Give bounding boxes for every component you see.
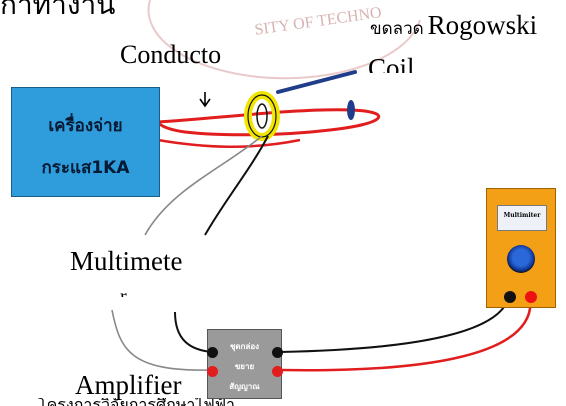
coil-label: Coil [368, 55, 415, 73]
amp-output-red [279, 295, 532, 372]
amp-input-red-jack [207, 366, 218, 377]
multimeter-knob [507, 245, 535, 273]
amplifier-box: ชุดกล่อง ขยาย สัญญาณ [207, 329, 283, 399]
multimeter-device: Multimiter [486, 188, 556, 308]
amp-output-black-jack [272, 347, 283, 358]
multimeter-screen: Multimiter [497, 205, 547, 231]
coil-pointer-arrow [276, 70, 357, 94]
amp-input-black [174, 311, 213, 353]
multimeter-label: Multimete [70, 246, 183, 276]
amp-output-red-jack [272, 366, 283, 377]
supply-line-2: กระแส1KA [41, 158, 130, 178]
multimeter-black-jack [504, 291, 516, 303]
coil-lead-black [204, 135, 269, 236]
supply-line-1: เครื่องจ่าย [48, 116, 123, 136]
bottom-caption: โครงการวิจัยการศึกษาไฟฟ้า [38, 398, 235, 406]
rogowski-label-text: Rogowski [427, 10, 538, 40]
amplifier-label: Amplifier [75, 370, 182, 400]
current-supply-box: เครื่องจ่าย กระแส1KA [11, 87, 160, 197]
multimeter-red-jack [525, 291, 537, 303]
coil-lead-gray [144, 135, 263, 236]
multimeter-label-continuation: r [120, 287, 127, 297]
amp-line-3: สัญญาณ [229, 382, 260, 391]
conductor-return [157, 138, 301, 148]
amp-input-gray [111, 309, 213, 371]
conductor-arrow [199, 92, 211, 108]
top-left-caption: กาทำงาน [0, 0, 116, 21]
conductor-label: Conducto [120, 40, 222, 69]
rogowski-thai-label: ขดลวด [370, 19, 424, 38]
amp-line-2: ขยาย [234, 362, 255, 371]
amp-output-black [279, 295, 510, 353]
amp-input-black-jack [207, 347, 218, 358]
amp-line-1: ชุดกล่อง [229, 342, 260, 351]
probe-marker [347, 100, 355, 120]
